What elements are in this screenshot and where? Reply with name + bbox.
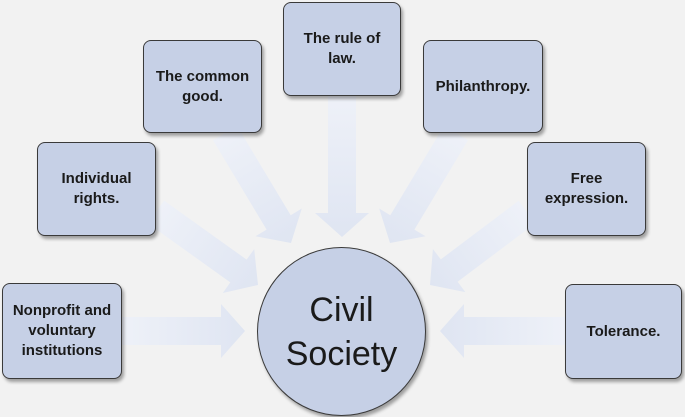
box-common-good-label: The common good. xyxy=(155,67,250,105)
arrow-free-expression xyxy=(430,200,536,293)
box-tolerance-label: Tolerance. xyxy=(586,322,661,340)
box-rule-of-law-label: The rule of law. xyxy=(303,30,381,67)
box-common-good: The common good. xyxy=(143,40,262,133)
arrow-individual-rights xyxy=(147,200,258,293)
arrow-tolerance xyxy=(440,304,565,358)
arrow-nonprofit xyxy=(122,304,245,358)
box-free-expression-label: Free expression. xyxy=(544,170,629,207)
box-nonprofit: Nonprofit and voluntary institutions xyxy=(2,283,122,379)
box-free-expression: Free expression. xyxy=(527,142,646,236)
box-nonprofit-label: Nonprofit and voluntary institutions xyxy=(12,302,112,359)
box-philanthropy: Philanthropy. xyxy=(423,40,543,133)
center-label: Civil Society xyxy=(285,290,398,373)
box-tolerance: Tolerance. xyxy=(565,284,682,379)
box-individual-rights: Individual rights. xyxy=(37,142,156,236)
box-individual-rights-label: Individual rights. xyxy=(61,170,132,207)
arrow-common-good xyxy=(213,125,302,243)
center-circle: Civil Society xyxy=(257,247,426,416)
box-rule-of-law: The rule of law. xyxy=(283,2,401,96)
arrow-philanthropy xyxy=(379,125,468,243)
box-philanthropy-label: Philanthropy. xyxy=(435,77,531,95)
arrow-rule-of-law xyxy=(315,96,369,237)
